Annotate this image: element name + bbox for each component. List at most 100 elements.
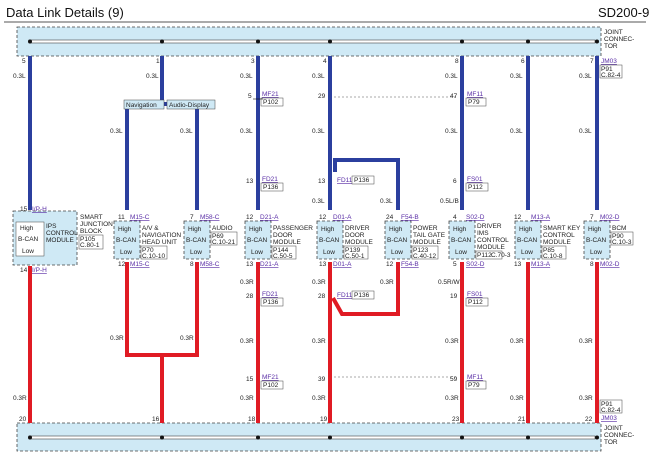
inline-id[interactable]: FD11 [337, 292, 353, 299]
connector-id-low[interactable]: F54-B [401, 261, 419, 268]
module-name-line2: JUNCTION [80, 221, 113, 228]
inline-ref-box [260, 97, 284, 107]
connector-id-low[interactable]: M02-D [600, 261, 620, 268]
top-pin-numbers: 5 1 3 4 8 6 7 [22, 58, 594, 65]
bus-dot [460, 435, 464, 440]
connector-id-low[interactable]: M13-A [531, 261, 551, 268]
wire-size: 0.3L [180, 128, 193, 135]
inline-id[interactable]: MF21 [262, 374, 279, 381]
navigation-label: Navigation [126, 102, 157, 109]
inline-id[interactable]: MF11 [467, 374, 484, 381]
bottom-connector-id[interactable]: JM03 [601, 415, 617, 422]
module-name: BCM [612, 225, 626, 232]
module-ref-box [210, 231, 238, 246]
bottom-connector-ref-line2: C.82-4 [601, 407, 621, 414]
wire-size: 0.3R [240, 338, 254, 345]
wire-size: 0.3L [579, 128, 592, 135]
module-ref-box [78, 234, 104, 250]
connector-id-low[interactable]: D21-A [260, 261, 279, 268]
wire-size: 0.3L [312, 198, 325, 205]
module-driver-ims[interactable]: High B-CAN Low 4 S02-D 5 S02-D DRIVER IM… [448, 214, 511, 268]
inline-ref: P112 [468, 299, 483, 306]
module-av-navigation-head-unit[interactable]: High B-CAN Low 11 M15-C 12 M15-C A/V & N… [113, 214, 181, 268]
bcan-label: B-CAN [586, 237, 607, 244]
connector-id-low[interactable]: D01-A [333, 261, 352, 268]
connector-id-low[interactable]: M15-C [130, 261, 150, 268]
module-name-line3: CONTROL [477, 237, 509, 244]
bottom-pin: 19 [320, 416, 328, 423]
inline-id[interactable]: FS01 [467, 291, 483, 298]
pin-high: 12 [246, 214, 254, 221]
wire-size: 0.3L [510, 128, 523, 135]
module-smart-junction-block[interactable]: High B-CAN Low 15 I/P-H 14 I/P-H SMART J… [12, 206, 113, 274]
inline-ref: P102 [263, 382, 279, 389]
connector-id-high[interactable]: S02-D [466, 214, 485, 221]
module-box [384, 220, 412, 260]
top-connector-id[interactable]: JM03 [601, 58, 617, 65]
module-ref-line1: P70 [142, 247, 154, 254]
inline-id[interactable]: MF21 [262, 91, 279, 98]
module-ref-line2: C.10-21 [212, 239, 236, 246]
connector-id-high[interactable]: I/P-H [32, 206, 47, 213]
module-box [183, 220, 211, 260]
connector-id-high[interactable]: M13-A [531, 214, 551, 221]
module-smart-key[interactable]: High B-CAN Low 12 M13-A 13 M13-A SMART K… [514, 214, 581, 268]
wire-size: 0.3R [510, 338, 524, 345]
module-driver-door[interactable]: High B-CAN Low 12 D01-A 13 D01-A DRIVER … [316, 214, 373, 268]
inline-ref-box [465, 182, 489, 192]
inline-ref: P136 [263, 184, 279, 191]
inline-id[interactable]: FD21 [262, 291, 278, 298]
module-ref-box [475, 250, 503, 260]
inline-id[interactable]: FD11 [337, 177, 353, 184]
inline-ref-box [260, 380, 284, 390]
inline-id[interactable]: MF11 [467, 91, 484, 98]
module-power-tail-gate[interactable]: High B-CAN Low 24 F54-B 12 F54-B POWER T… [384, 214, 446, 268]
module-ref-box [343, 245, 369, 260]
inline-ref: P79 [468, 99, 480, 106]
connector-id-high[interactable]: M15-C [130, 214, 150, 221]
bottom-connector-ref-box [599, 399, 623, 414]
bcan-label: B-CAN [186, 237, 207, 244]
inline-id[interactable]: FD21 [262, 176, 278, 183]
inline-pin: 5 [248, 93, 252, 100]
pin-high: 7 [590, 214, 594, 221]
module-ref-line1: P85 [543, 247, 555, 254]
connector-id-high[interactable]: F54-B [401, 214, 419, 221]
pin-high: 12 [514, 214, 522, 221]
wire-size: 0.3R [579, 395, 593, 402]
connector-id-high[interactable]: D21-A [260, 214, 279, 221]
module-bcm[interactable]: High B-CAN Low 7 M02-D 8 M02-D BCM P90 C… [583, 214, 634, 268]
connector-id-high[interactable]: M02-D [600, 214, 620, 221]
bus-dot [256, 39, 260, 44]
connector-id-low[interactable]: I/P-H [32, 267, 47, 274]
module-audio[interactable]: High B-CAN Low 7 M58-C 8 M58-C AUDIO P69… [183, 214, 238, 268]
module-sub-line3: MODULE [46, 237, 74, 244]
top-connector-label-1: JOINT [604, 29, 623, 36]
connector-id-high[interactable]: M58-C [200, 214, 220, 221]
pin-low: 8 [590, 261, 594, 268]
connector-id-high[interactable]: D01-A [333, 214, 352, 221]
inline-pin: 15 [246, 376, 254, 383]
wire-size: 0.3L [445, 73, 458, 80]
bus-dot [256, 435, 260, 440]
pin-low: 8 [190, 261, 194, 268]
wire-size-labels: 0.3L 0.3L 0.3L 0.3L 0.3L 0.3L 0.3L 0.3L … [13, 73, 593, 402]
inline-pin: 13 [318, 178, 326, 185]
bcan-label: B-CAN [18, 236, 39, 243]
module-ref-line1: P144 [273, 247, 289, 254]
module-passenger-door[interactable]: High B-CAN Low 12 D21-A 13 D21-A PASSENG… [244, 214, 313, 268]
wire-size: 0.3L [13, 73, 26, 80]
inline-pin: 47 [450, 93, 458, 100]
bus-dots [28, 39, 599, 440]
connector-id-low[interactable]: S02-D [466, 261, 485, 268]
bcan-label: B-CAN [247, 237, 268, 244]
top-connector-ref-box [599, 64, 623, 79]
pin-high: 24 [386, 214, 394, 221]
wire-size: 0.3L [110, 128, 123, 135]
connector-id-low[interactable]: M58-C [200, 261, 220, 268]
module-name-line2: NAVIGATION [142, 232, 181, 239]
inline-id[interactable]: FS01 [467, 176, 483, 183]
top-pin: 8 [455, 58, 459, 65]
pin-low: 13 [514, 261, 522, 268]
